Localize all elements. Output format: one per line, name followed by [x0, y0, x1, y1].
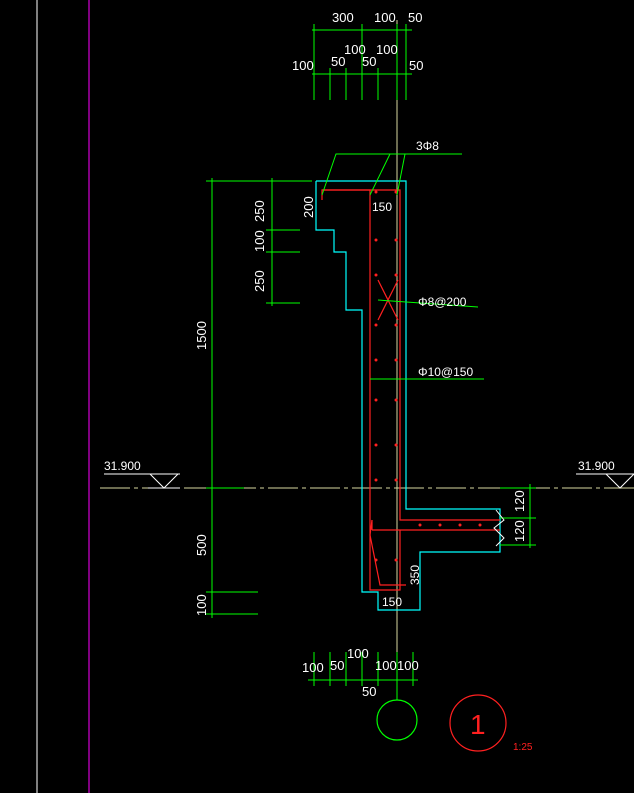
left-dim-1500: 1500	[194, 321, 209, 350]
left-dim-500: 500	[194, 534, 209, 556]
section-mark-scale: 1:25	[513, 742, 533, 753]
break-line	[493, 509, 505, 547]
left-dim-200: 200	[301, 196, 316, 218]
label-width-top: 150	[372, 200, 392, 214]
top-dim-row2-6: 50	[409, 58, 423, 73]
section-mark-number: 1	[470, 709, 486, 740]
bottom-dimension-chain	[308, 652, 418, 700]
rebar-dots	[374, 190, 482, 562]
bottom-dim-6: 50	[362, 684, 376, 699]
top-dimension-chain	[312, 24, 412, 100]
elevation-marker-right: 31.900	[576, 459, 634, 489]
left-dim-250-bottom: 250	[252, 270, 267, 292]
left-dim-100: 100	[252, 230, 267, 252]
elevation-right-text: 31.900	[578, 459, 615, 473]
top-dim-row1-1: 300	[332, 10, 354, 25]
label-width-bottom: 150	[382, 595, 402, 609]
rebar-cage	[321, 189, 500, 591]
bottom-dim-4: 100	[375, 658, 397, 673]
bottom-dim-2: 50	[330, 658, 344, 673]
right-dim-120-top: 120	[512, 490, 527, 512]
right-dimension-chain	[500, 484, 536, 548]
left-dim-250-top: 250	[252, 200, 267, 222]
bottom-dim-1: 100	[302, 660, 324, 675]
bottom-dim-3: 100	[347, 646, 369, 661]
label-rebar-top: 3Φ8	[416, 139, 439, 153]
top-dim-row2-4: 50	[362, 54, 376, 69]
top-dim-row2-5: 100	[376, 42, 398, 57]
axis-bubble	[376, 699, 418, 741]
top-dim-row1-3: 50	[408, 10, 422, 25]
bottom-dim-5: 100	[397, 658, 419, 673]
left-dim-100-bottom: 100	[194, 594, 209, 616]
top-dim-row2-3: 100	[344, 42, 366, 57]
top-dim-row2-2: 50	[331, 54, 345, 69]
left-dimension-chain	[206, 178, 312, 618]
top-dim-row2-1: 100	[292, 58, 314, 73]
elevation-marker-left: 31.900	[104, 459, 180, 489]
elevation-left-text: 31.900	[104, 459, 141, 473]
top-dim-row1-2: 100	[374, 10, 396, 25]
label-stirrup: Φ8@200	[418, 295, 467, 309]
leader-lines	[321, 153, 484, 380]
section-mark-circle	[449, 694, 507, 752]
section-outline	[315, 180, 501, 611]
right-dim-120-bottom: 120	[512, 520, 527, 542]
label-ledge-depth: 350	[408, 565, 422, 585]
label-vertical-bars: Φ10@150	[418, 365, 473, 379]
